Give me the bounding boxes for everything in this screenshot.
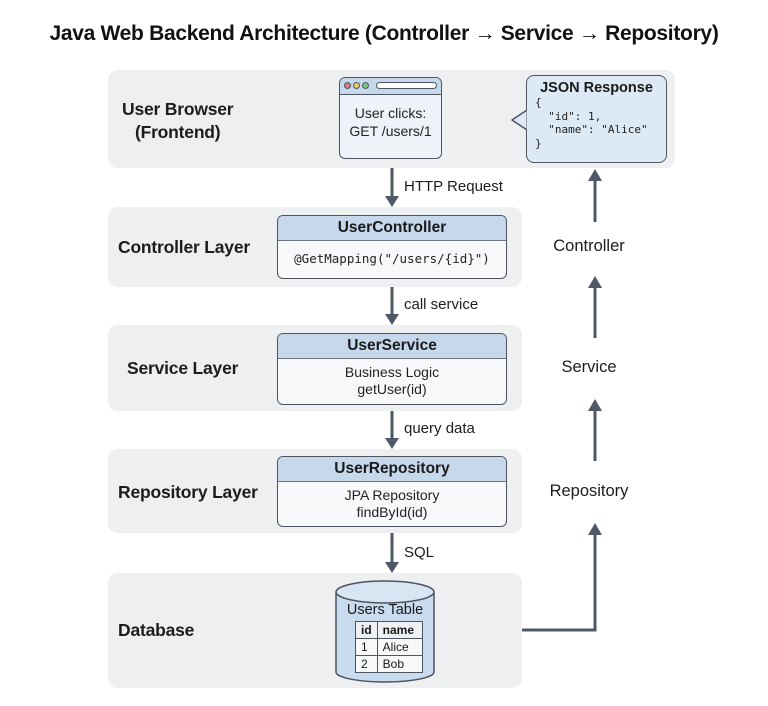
browser-title-bar <box>340 78 441 95</box>
json-response-bubble: JSON Response { "id": 1, "name": "Alice"… <box>526 75 667 163</box>
users-table: id name 1 Alice 2 Bob <box>355 621 424 673</box>
address-bar <box>376 82 437 89</box>
user-controller-title: UserController <box>278 216 506 241</box>
diagram-title: Java Web Backend Architecture (Controlle… <box>49 22 719 45</box>
arrow-label-http-request: HTTP Request <box>404 178 503 195</box>
cell-name: Bob <box>376 655 424 673</box>
user-controller-card: UserController @GetMapping("/users/{id}"… <box>277 215 507 279</box>
user-controller-mapping: @GetMapping("/users/{id}") <box>294 251 490 266</box>
database-layer-label: Database <box>118 620 195 640</box>
browser-label-line2: (Frontend) <box>134 122 221 142</box>
user-service-line2: getUser(id) <box>357 381 427 397</box>
return-label-repository: Repository <box>549 482 629 500</box>
arrow-label-sql: SQL <box>404 544 435 561</box>
minimize-dot-icon <box>353 82 360 89</box>
down-arrow-http-request <box>385 168 399 207</box>
user-repository-line2: findById(id) <box>356 504 428 520</box>
browser-layer-label: User Browser (Frontend) <box>122 98 234 144</box>
user-service-body: Business Logic getUser(id) <box>278 359 506 398</box>
user-service-line1: Business Logic <box>344 364 440 380</box>
user-repository-title: UserRepository <box>278 457 506 482</box>
service-layer-label: Service Layer <box>127 358 239 378</box>
column-header-id: id <box>355 621 378 639</box>
user-service-title: UserService <box>278 334 506 359</box>
browser-text-line2: GET /users/1 <box>349 123 432 139</box>
down-arrow-sql <box>385 533 399 573</box>
table-row: 1 Alice <box>355 638 424 656</box>
column-header-name: name <box>376 621 424 639</box>
user-repository-body: JPA Repository findById(id) <box>278 482 506 521</box>
arrow-label-query-data: query data <box>404 420 475 437</box>
cell-id: 2 <box>355 655 378 673</box>
database-layer-panel <box>108 573 522 688</box>
maximize-dot-icon <box>362 82 369 89</box>
table-row: 2 Bob <box>355 655 424 673</box>
browser-text-line1: User clicks: <box>354 105 427 121</box>
controller-layer-label: Controller Layer <box>118 237 250 257</box>
user-service-card: UserService Business Logic getUser(id) <box>277 333 507 405</box>
return-label-service: Service <box>561 358 617 376</box>
browser-label-line1: User Browser <box>122 99 234 119</box>
close-dot-icon <box>344 82 351 89</box>
user-repository-line1: JPA Repository <box>344 487 440 503</box>
json-response-title: JSON Response <box>540 80 653 96</box>
cell-name: Alice <box>376 638 424 656</box>
browser-window-icon: User clicks: GET /users/1 <box>339 77 442 159</box>
down-arrow-query-data <box>385 411 399 449</box>
return-label-controller: Controller <box>553 237 625 255</box>
arrow-label-call-service: call service <box>404 296 479 313</box>
user-repository-card: UserRepository JPA Repository findById(i… <box>277 456 507 527</box>
json-response-code: { "id": 1, "name": "Alice" } <box>535 96 648 150</box>
repository-layer-label: Repository Layer <box>118 482 258 502</box>
users-table-header: id name <box>355 621 424 639</box>
users-table-title: Users Table <box>346 602 424 618</box>
cell-id: 1 <box>355 638 378 656</box>
down-arrow-call-service <box>385 287 399 325</box>
